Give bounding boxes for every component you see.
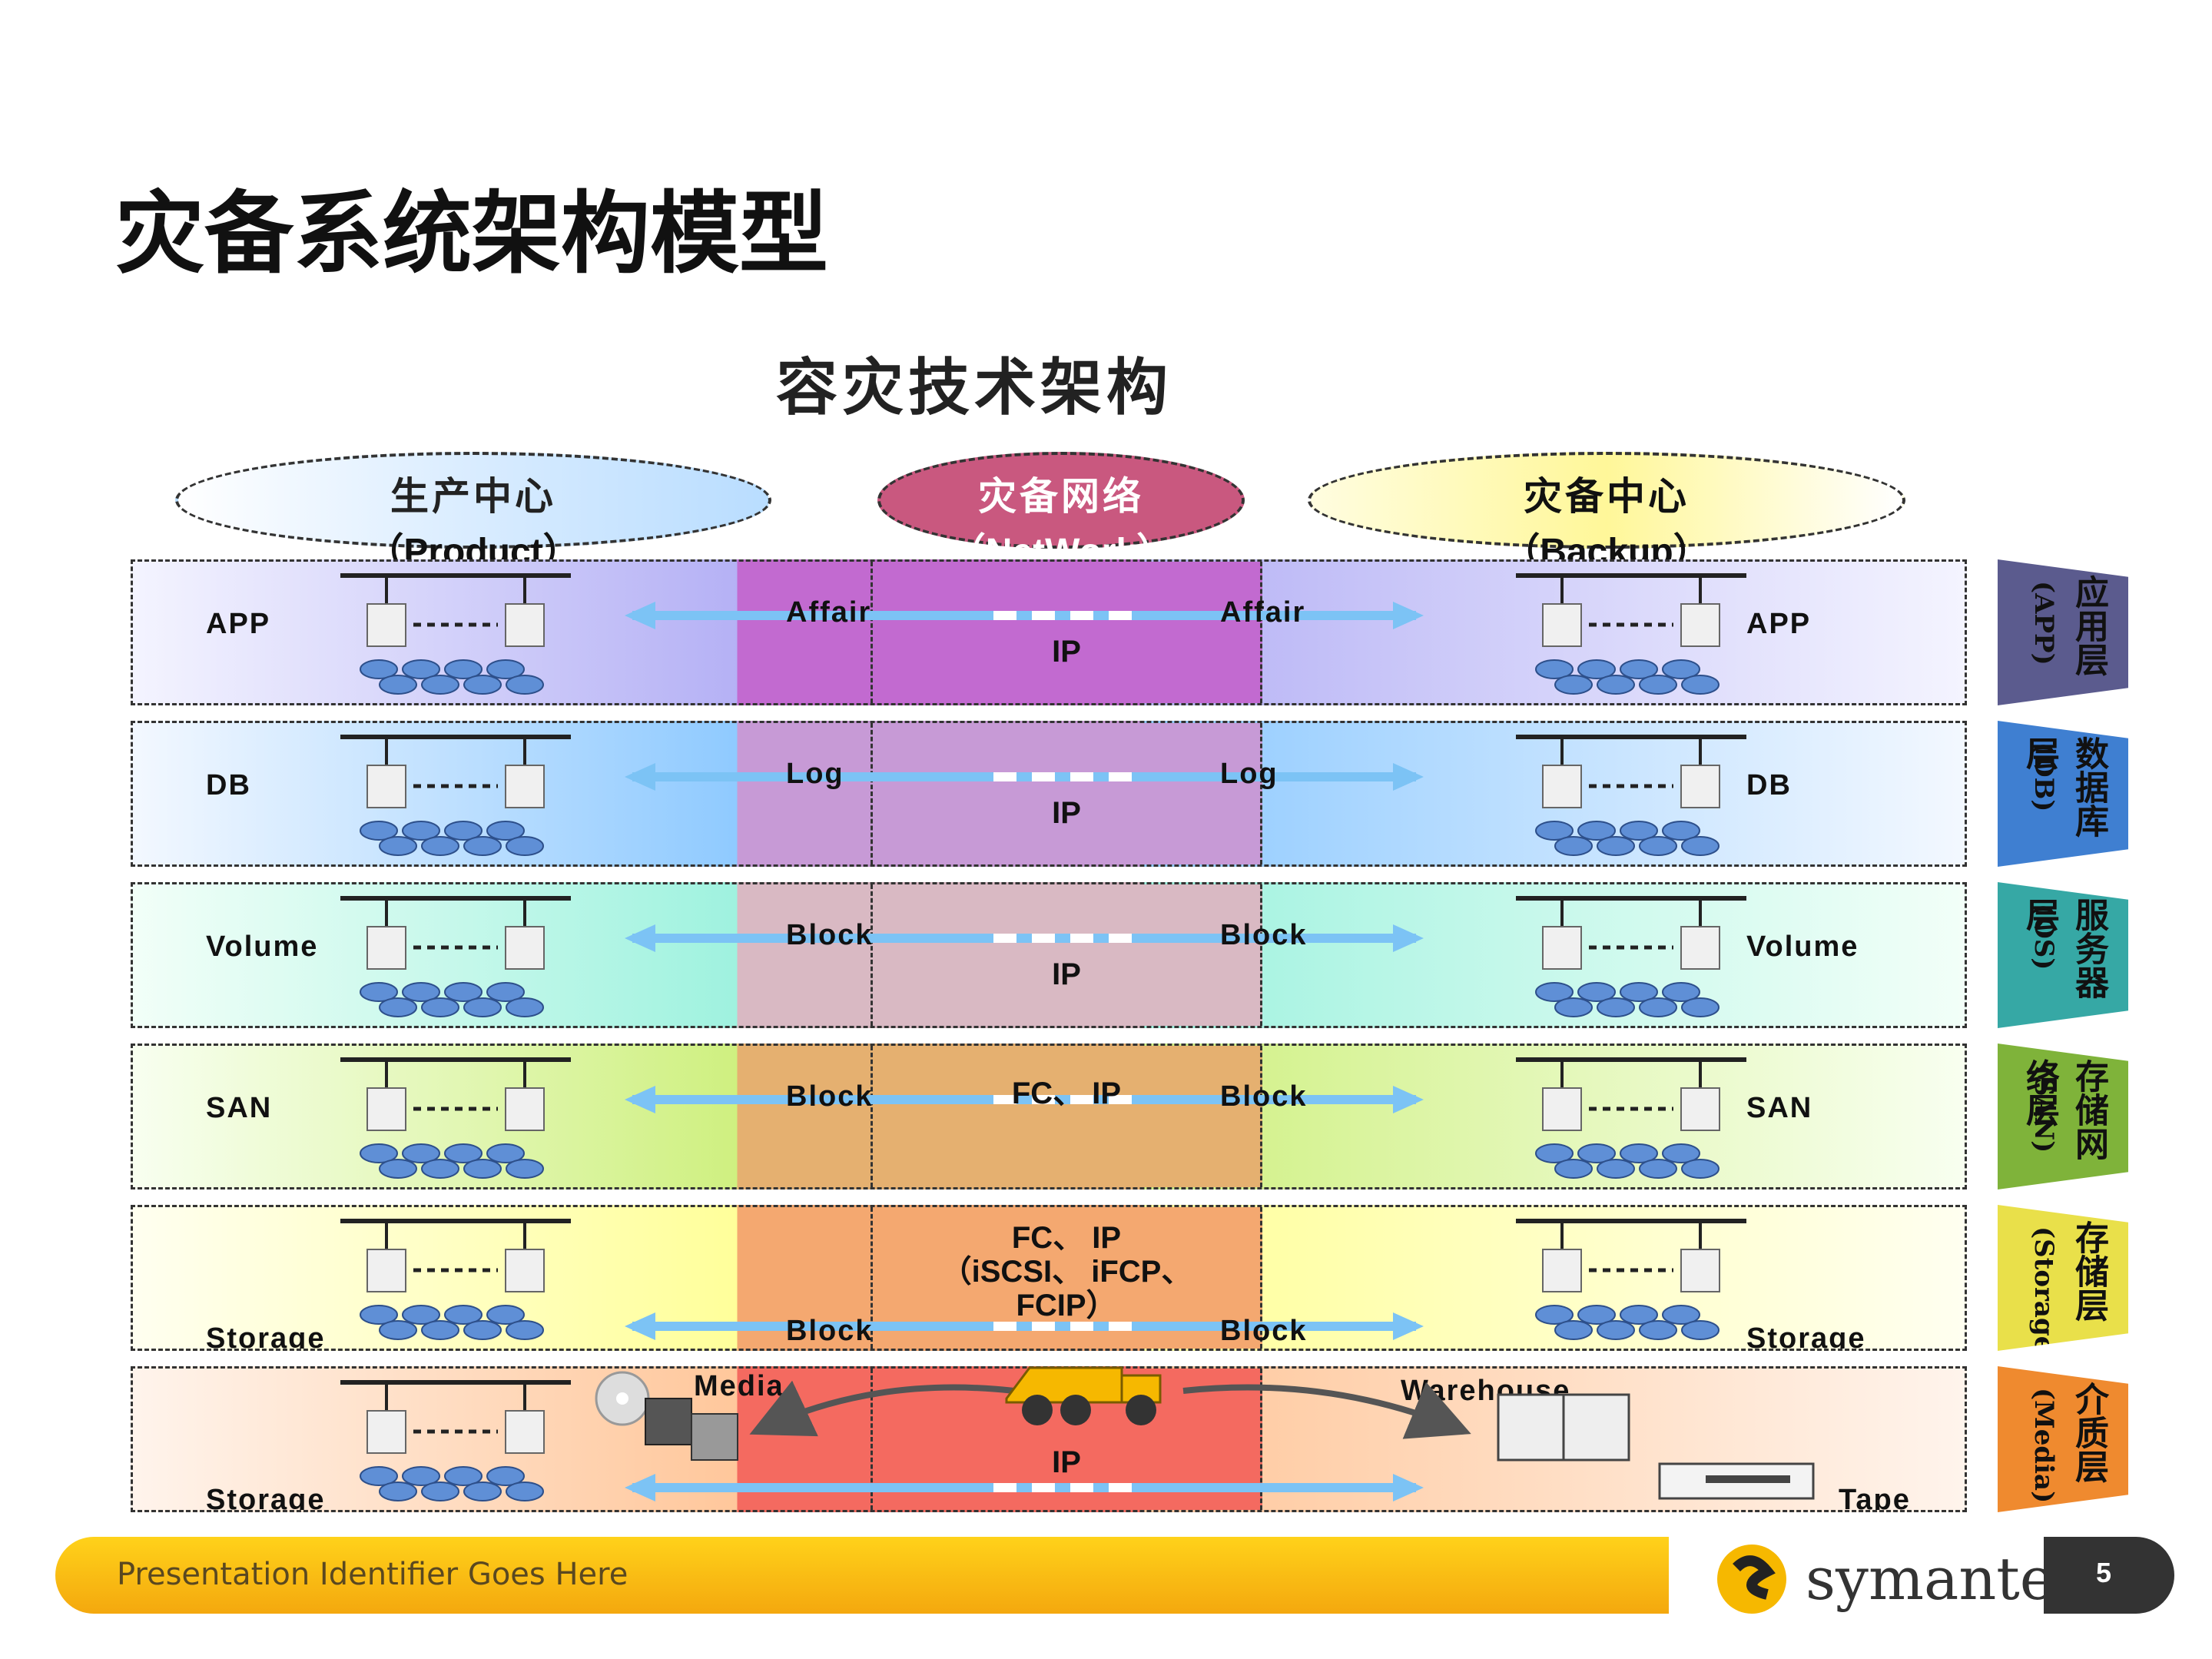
network-protocol-label: IP bbox=[1052, 635, 1081, 669]
layer-tab-6: 介质层 (Media) bbox=[1998, 1366, 2128, 1512]
flow-left-label: Media bbox=[694, 1370, 784, 1402]
server-rack-icon bbox=[1516, 896, 1746, 1017]
flow-left-label: Block bbox=[786, 919, 874, 951]
flow-left-label: Block bbox=[786, 1315, 874, 1347]
layer-tab-1: 应用层 (APP) bbox=[1998, 559, 2128, 705]
server-rack-icon bbox=[1516, 573, 1746, 695]
layer-right-label: DB bbox=[1746, 769, 1792, 801]
layer-tab-cn: 介质层 bbox=[2069, 1382, 2108, 1483]
layer-left-label: Volume bbox=[206, 931, 319, 963]
page-title: 灾备系统架构模型 bbox=[115, 181, 828, 286]
flow-arrows bbox=[625, 763, 1424, 791]
layer-4: SAN SAN Block Block FC、 IP bbox=[131, 1044, 1967, 1190]
server-rack-icon bbox=[340, 573, 571, 695]
flow-right-label: Warehouse bbox=[1401, 1375, 1571, 1407]
page-number-box: 5 bbox=[2044, 1537, 2174, 1614]
header-backup: 灾备中心 （Backup） bbox=[1308, 452, 1905, 572]
network-protocol-label: FC、 IP bbox=[1011, 1077, 1122, 1110]
layer-tab-cn: 存储层 bbox=[2069, 1220, 2108, 1322]
layer-left-label: Storage bbox=[206, 1484, 326, 1512]
layer-right-label: APP bbox=[1746, 608, 1812, 640]
layer-tab-en: (Storage) bbox=[2028, 1226, 2059, 1365]
flow-arrows bbox=[625, 602, 1424, 629]
flow-left-label: Affair bbox=[786, 596, 872, 629]
network-band bbox=[871, 884, 1262, 1026]
network-band bbox=[871, 562, 1262, 703]
layer-left-label: SAN bbox=[206, 1092, 273, 1124]
server-rack-icon bbox=[340, 1057, 571, 1179]
server-rack-icon bbox=[340, 1380, 571, 1501]
layer-right-label: Storage bbox=[1746, 1322, 1866, 1351]
flow-left-label: Log bbox=[786, 758, 844, 790]
flow-arrows bbox=[625, 924, 1424, 952]
layer-tab-en: (SAN) bbox=[2028, 1065, 2059, 1153]
layer-left-label: DB bbox=[206, 769, 251, 801]
network-protocol-label: IP bbox=[1052, 957, 1081, 991]
network-band bbox=[871, 1046, 1262, 1187]
server-rack-icon bbox=[340, 896, 571, 1017]
layer-tab-cn: 数据库层 bbox=[2020, 736, 2108, 838]
flow-left-label: Block bbox=[786, 1080, 874, 1113]
layer-left-label: Storage bbox=[206, 1322, 326, 1351]
layer-5: Storage Storage Block Block FC、 IP （iSCSI、 … bbox=[131, 1205, 1967, 1351]
network-protocol-label: FC、 IP （iSCSI、 iFCP、 FCIP） bbox=[940, 1221, 1192, 1322]
layer-tab-en: (DB) bbox=[2028, 742, 2059, 812]
flow-right-label: Block bbox=[1220, 1315, 1308, 1347]
page-number: 5 bbox=[2096, 1557, 2112, 1588]
header-network-cn: 灾备网络 bbox=[978, 473, 1144, 519]
flow-arrows bbox=[625, 1312, 1424, 1340]
footer-text: Presentation Identifier Goes Here bbox=[117, 1557, 628, 1592]
layer-tab-2: 数据库层(DB) bbox=[1998, 721, 2128, 867]
logo-icon bbox=[1717, 1545, 1786, 1614]
flow-right-label: Affair bbox=[1220, 596, 1306, 629]
flow-right-label: Block bbox=[1220, 1080, 1308, 1113]
header-backup-cn: 灾备中心 bbox=[1524, 473, 1690, 519]
layer-right-label: Tape bbox=[1839, 1484, 1911, 1512]
flow-arrows bbox=[625, 1086, 1424, 1113]
layer-right-label: SAN bbox=[1746, 1092, 1813, 1124]
layer-tab-3: 服务器层(OS) bbox=[1998, 882, 2128, 1028]
flow-right-label: Log bbox=[1220, 758, 1278, 790]
server-rack-icon bbox=[1516, 1219, 1746, 1340]
layer-tab-cn: 服务器层 bbox=[2020, 898, 2108, 999]
layer-right-label: Volume bbox=[1746, 931, 1859, 963]
layer-tab-cn: 应用层 bbox=[2069, 575, 2108, 676]
layer-tab-en: (Media) bbox=[2028, 1388, 2059, 1504]
footer-bar: Presentation Identifier Goes Here bbox=[55, 1537, 1669, 1614]
symantec-logo: symantec. bbox=[1713, 1537, 2106, 1621]
header-network: 灾备网络 （NetWork） bbox=[877, 452, 1245, 572]
server-rack-icon bbox=[340, 735, 571, 856]
server-rack-icon bbox=[1516, 1057, 1746, 1179]
network-band bbox=[871, 723, 1262, 864]
layer-tab-en: (OS) bbox=[2028, 904, 2059, 971]
network-protocol-label: IP bbox=[1052, 1445, 1081, 1479]
header-production: 生产中心 （Product） bbox=[175, 452, 771, 572]
server-rack-icon bbox=[1516, 735, 1746, 856]
layer-tab-en: (APP) bbox=[2028, 581, 2059, 665]
layer-left-label: APP bbox=[206, 608, 271, 640]
network-protocol-label: IP bbox=[1052, 796, 1081, 830]
layer-tab-4: 存储网络层(SAN) bbox=[1998, 1044, 2128, 1190]
flow-arrows bbox=[625, 1474, 1424, 1501]
flow-right-label: Block bbox=[1220, 919, 1308, 951]
layer-tab-5: 存储层(Storage) bbox=[1998, 1205, 2128, 1351]
diagram-title: 容灾技术架构 bbox=[776, 351, 1172, 423]
layer-tab-cn: 存储网络层 bbox=[2020, 1059, 2108, 1160]
header-production-cn: 生产中心 bbox=[390, 473, 556, 519]
server-rack-icon bbox=[340, 1219, 571, 1340]
